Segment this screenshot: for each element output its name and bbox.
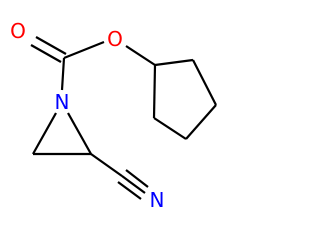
carbonyl-oxygen-label: O [10, 19, 26, 43]
nitrile-triple-bond-line-2 [125, 169, 149, 188]
aziridine-n-c2-bond [67, 112, 92, 155]
aziridine-n-c1-bond [32, 112, 57, 155]
carbonyl-double-bond-line-2 [35, 36, 67, 55]
nitrile-triple-bond-line-3 [117, 181, 142, 200]
ester-oxygen-label: O [107, 27, 123, 51]
bond-drawing [30, 36, 217, 200]
cyclopentane-bond-4 [192, 59, 217, 106]
nitrile-nitrogen-label: N [149, 188, 165, 212]
aziridine-nitrogen-label: N [54, 90, 70, 114]
cyclopentane-bond-3 [185, 104, 217, 140]
carbonyl-double-bond-line-1 [30, 44, 62, 63]
cyclopentane-bond-1 [152, 64, 157, 119]
nitrile-triple-bond-line-1 [121, 175, 146, 194]
carbonyl-ester-oxygen-bond [63, 40, 105, 60]
carbonyl-nitrogen-bond [60, 57, 66, 91]
ester-oxygen-cyclopentyl-bond [125, 45, 156, 66]
structure-diagram: O O N N [10, 19, 217, 212]
cyclopentane-bond-2 [153, 117, 187, 140]
ring-carbon-nitrile-carbon-bond [90, 153, 123, 177]
cyclopentane-bond-5 [154, 58, 194, 67]
